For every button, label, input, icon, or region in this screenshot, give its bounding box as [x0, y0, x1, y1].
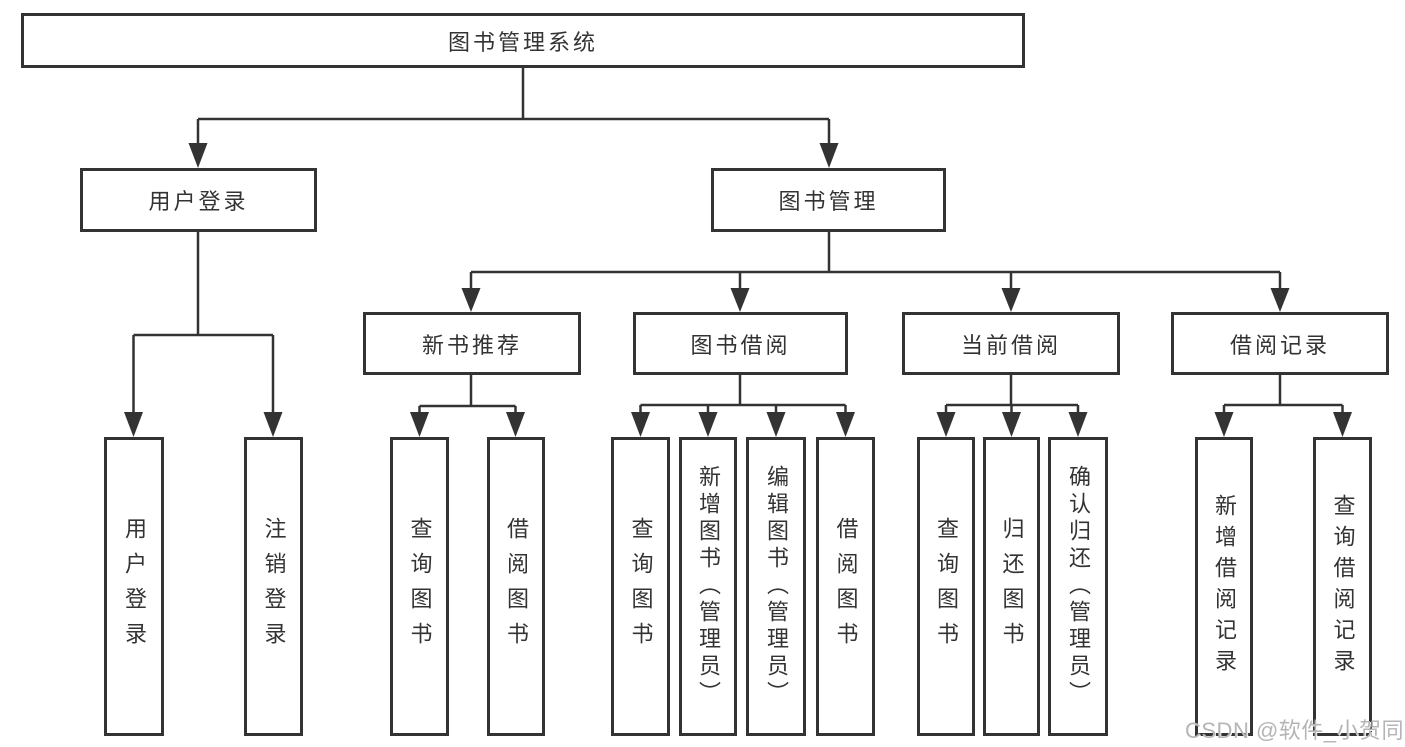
leaf-user-login: 用户登录	[104, 437, 164, 736]
connector-current-borrow	[936, 375, 1088, 437]
node-book-borrow: 图书借阅	[633, 312, 848, 375]
node-new-book-recommend: 新书推荐	[363, 312, 581, 375]
leaf-query-books-borrow: 查询图书	[611, 437, 670, 736]
leaf-return-book-label: 归还图书	[999, 516, 1025, 657]
node-library-system: 图书管理系统	[21, 13, 1025, 68]
node-book-borrow-label: 图书借阅	[690, 332, 791, 358]
leaf-edit-book-admin-label: 编辑图书（管理员）	[764, 465, 789, 708]
connector-book-borrow	[631, 375, 855, 437]
node-book-management: 图书管理	[711, 168, 946, 232]
leaf-logout-label: 注销登录	[261, 516, 287, 657]
leaf-query-borrow-record-label: 查询借阅记录	[1330, 493, 1356, 680]
leaf-confirm-return-admin-label: 确认归还（管理员）	[1066, 465, 1091, 708]
leaf-borrow-books-recommend: 借阅图书	[487, 437, 545, 736]
leaf-add-book-admin-label: 新增图书（管理员）	[696, 465, 721, 708]
node-borrow-records: 借阅记录	[1171, 312, 1389, 375]
node-current-borrow: 当前借阅	[902, 312, 1120, 375]
leaf-query-books-recommend: 查询图书	[390, 437, 449, 736]
connector-root	[188, 68, 839, 168]
leaf-query-books-current-label: 查询图书	[934, 516, 959, 657]
leaf-borrow-books-label: 借阅图书	[833, 516, 859, 657]
csdn-watermark: CSDN @软件_小贺同学	[1185, 718, 1405, 743]
leaf-logout: 注销登录	[244, 437, 303, 736]
leaf-query-books-recommend-label: 查询图书	[407, 516, 433, 657]
node-current-borrow-label: 当前借阅	[960, 332, 1061, 358]
leaf-confirm-return-admin: 确认归还（管理员）	[1048, 437, 1108, 736]
connector-new-book-recommend	[410, 375, 525, 437]
leaf-query-books-current: 查询图书	[917, 437, 975, 736]
connector-book-management	[461, 232, 1290, 312]
leaf-borrow-books: 借阅图书	[816, 437, 875, 736]
leaf-return-book: 归还图书	[983, 437, 1040, 736]
leaf-query-borrow-record: 查询借阅记录	[1313, 437, 1372, 736]
node-user-login-label: 用户登录	[148, 189, 249, 214]
connector-user-login	[124, 232, 283, 437]
leaf-edit-book-admin: 编辑图书（管理员）	[746, 437, 806, 736]
leaf-query-books-borrow-label: 查询图书	[628, 516, 654, 657]
node-book-management-label: 图书管理	[778, 189, 879, 214]
leaf-add-borrow-record-label: 新增借阅记录	[1212, 493, 1237, 680]
leaf-user-login-label: 用户登录	[122, 516, 147, 657]
node-borrow-records-label: 借阅记录	[1229, 332, 1330, 358]
node-new-book-recommend-label: 新书推荐	[421, 332, 522, 358]
node-library-system-label: 图书管理系统	[447, 29, 598, 55]
leaf-add-book-admin: 新增图书（管理员）	[679, 437, 737, 736]
leaf-borrow-books-recommend-label: 借阅图书	[504, 516, 529, 657]
leaf-add-borrow-record: 新增借阅记录	[1195, 437, 1253, 736]
connector-borrow-records	[1214, 375, 1352, 437]
node-user-login: 用户登录	[80, 168, 317, 232]
